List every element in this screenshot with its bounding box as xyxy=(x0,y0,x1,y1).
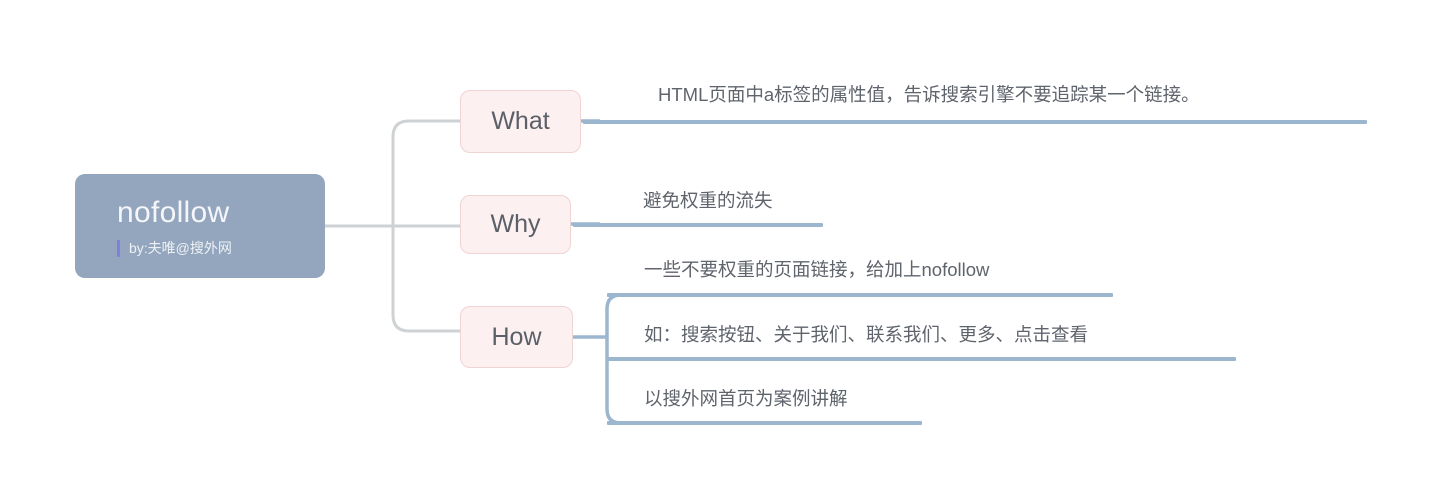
branch-node-why[interactable]: Why xyxy=(460,195,571,254)
root-subtitle: by:夫唯@搜外网 xyxy=(129,240,232,256)
branch-label-how: How xyxy=(491,322,542,351)
connector-trunk xyxy=(391,119,462,333)
root-node[interactable]: nofollow by:夫唯@搜外网 xyxy=(75,174,325,278)
leaf-underline-how-3 xyxy=(607,421,922,425)
leaf-text-how-3[interactable]: 以搜外网首页为案例讲解 xyxy=(644,388,848,409)
leaf-text-how-1[interactable]: 一些不要权重的页面链接，给加上nofollow xyxy=(644,259,990,280)
branch-node-what[interactable]: What xyxy=(460,90,581,153)
leaf-text-how-2[interactable]: 如：搜索按钮、关于我们、联系我们、更多、点击查看 xyxy=(644,324,1089,345)
leaf-underline-how-1 xyxy=(607,293,1113,297)
branch-label-why: Why xyxy=(490,210,541,238)
root-title: nofollow xyxy=(117,196,230,229)
leaf-text-what-1[interactable]: HTML页面中a标签的属性值，告诉搜索引擎不要追踪某一个链接。 xyxy=(658,84,1200,105)
root-subtitle-group: by:夫唯@搜外网 xyxy=(117,239,325,257)
leaf-underline-what-1 xyxy=(583,120,1367,124)
branch-label-what: What xyxy=(491,107,550,135)
leaf-underline-why-1 xyxy=(573,223,823,227)
leaf-text-why-1[interactable]: 避免权重的流失 xyxy=(643,190,773,211)
leaf-underline-how-2 xyxy=(607,357,1236,361)
accent-bar-icon xyxy=(117,239,120,257)
branch-node-how[interactable]: How xyxy=(460,306,573,368)
